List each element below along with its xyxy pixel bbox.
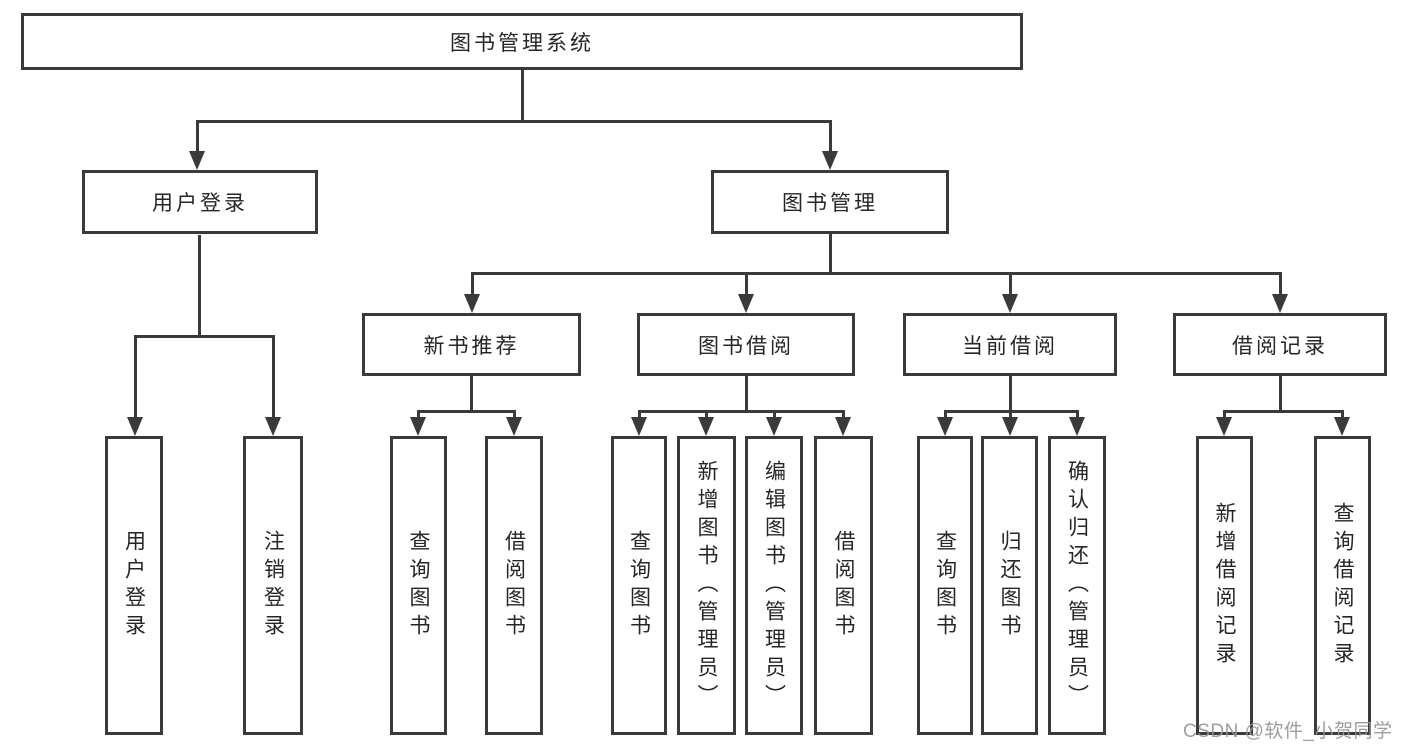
- arrowhead-down-icon: [631, 417, 647, 436]
- node-label: 新增借阅记录: [1213, 501, 1236, 670]
- connector-line: [745, 272, 748, 298]
- leaf-add-book-admin: 新增图书（管理员）: [677, 436, 736, 735]
- arrowhead-down-icon: [822, 151, 838, 170]
- connector-line: [471, 272, 1281, 275]
- connector-line: [272, 335, 275, 421]
- arrowhead-down-icon: [1069, 417, 1085, 436]
- node-current-borrow: 当前借阅: [903, 313, 1117, 376]
- connector-line: [470, 376, 473, 412]
- connector-line: [134, 335, 137, 421]
- leaf-edit-book-admin: 编辑图书（管理员）: [745, 436, 803, 735]
- leaf-query-books-recommend: 查询图书: [390, 436, 447, 735]
- arrowhead-down-icon: [937, 417, 953, 436]
- leaf-borrow-books-recommend: 借阅图书: [485, 436, 543, 735]
- leaf-confirm-return-admin: 确认归还（管理员）: [1048, 436, 1106, 735]
- node-label: 注销登录: [261, 529, 285, 642]
- connector-line: [1279, 272, 1282, 298]
- connector-line: [417, 410, 420, 421]
- arrowhead-down-icon: [464, 294, 480, 313]
- connector-line: [521, 70, 524, 123]
- connector-line: [842, 410, 845, 421]
- connector-line: [705, 410, 708, 421]
- connector-line: [1009, 272, 1012, 298]
- arrowhead-down-icon: [698, 417, 714, 436]
- connector-line: [134, 335, 275, 338]
- leaf-query-borrow-record: 查询借阅记录: [1314, 436, 1371, 735]
- arrowhead-down-icon: [410, 417, 426, 436]
- arrowhead-down-icon: [506, 417, 522, 436]
- node-label: 借阅图书: [502, 529, 526, 642]
- node-label: 查询借阅记录: [1331, 501, 1354, 670]
- node-label: 新书推荐: [423, 334, 520, 358]
- node-label: 借阅图书: [832, 529, 855, 642]
- connector-line: [196, 120, 832, 123]
- arrowhead-down-icon: [265, 417, 281, 436]
- arrowhead-down-icon: [127, 417, 143, 436]
- node-label: 当前借阅: [962, 334, 1058, 358]
- arrowhead-down-icon: [1272, 294, 1288, 313]
- arrowhead-down-icon: [1334, 417, 1350, 436]
- arrowhead-down-icon: [835, 417, 851, 436]
- connector-line: [829, 121, 832, 155]
- arrowhead-down-icon: [1216, 417, 1232, 436]
- leaf-logout: 注销登录: [243, 436, 303, 735]
- arrowhead-down-icon: [1002, 417, 1018, 436]
- connector-line: [1223, 410, 1226, 421]
- node-label: 确认归还（管理员）: [1065, 459, 1089, 712]
- connector-line: [198, 235, 201, 337]
- leaf-borrow-books: 借阅图书: [814, 436, 873, 735]
- node-borrow-records: 借阅记录: [1173, 313, 1387, 376]
- node-label: 图书管理: [782, 192, 878, 215]
- node-label: 借阅记录: [1232, 334, 1328, 358]
- connector-line: [417, 410, 516, 413]
- connector-line: [944, 410, 947, 421]
- arrowhead-down-icon: [1002, 294, 1018, 313]
- node-label: 用户登录: [152, 192, 248, 215]
- node-book-management: 图书管理: [711, 170, 949, 234]
- connector-line: [196, 121, 199, 155]
- connector-line: [638, 410, 641, 421]
- node-label: 新增图书（管理员）: [695, 459, 718, 712]
- node-label: 图书借阅: [698, 334, 794, 358]
- node-new-book-recommend: 新书推荐: [362, 313, 581, 376]
- connector-line: [1341, 410, 1344, 421]
- connector-line: [513, 410, 516, 421]
- connector-line: [638, 410, 845, 413]
- node-label: 查询图书: [407, 529, 430, 642]
- connector-line: [773, 410, 776, 421]
- node-label: 用户登录: [122, 529, 146, 642]
- leaf-return-book: 归还图书: [981, 436, 1038, 735]
- node-label: 查询图书: [627, 529, 651, 642]
- node-book-borrow: 图书借阅: [637, 313, 855, 376]
- arrowhead-down-icon: [189, 151, 205, 170]
- connector-line: [1076, 410, 1079, 421]
- node-label: 图书管理系统: [450, 31, 594, 55]
- connector-line: [471, 272, 474, 298]
- connector-line: [1009, 376, 1012, 412]
- arrowhead-down-icon: [766, 417, 782, 436]
- node-user-login: 用户登录: [82, 170, 318, 234]
- node-label: 查询图书: [933, 529, 957, 642]
- connector-line: [829, 234, 832, 275]
- node-library-system: 图书管理系统: [21, 13, 1023, 70]
- leaf-query-books-borrow: 查询图书: [611, 436, 667, 735]
- leaf-query-books-current: 查询图书: [917, 436, 973, 735]
- watermark: CSDN @软件_小贺同学: [1183, 721, 1393, 742]
- node-label: 编辑图书（管理员）: [762, 459, 786, 712]
- connector-line: [745, 376, 748, 412]
- connector-line: [1279, 376, 1282, 412]
- leaf-user-login: 用户登录: [105, 436, 163, 735]
- connector-line: [1223, 410, 1344, 413]
- node-label: 归还图书: [998, 529, 1021, 642]
- arrowhead-down-icon: [738, 294, 754, 313]
- connector-line: [1009, 410, 1012, 421]
- connector-line: [944, 410, 1078, 413]
- leaf-add-borrow-record: 新增借阅记录: [1196, 436, 1253, 735]
